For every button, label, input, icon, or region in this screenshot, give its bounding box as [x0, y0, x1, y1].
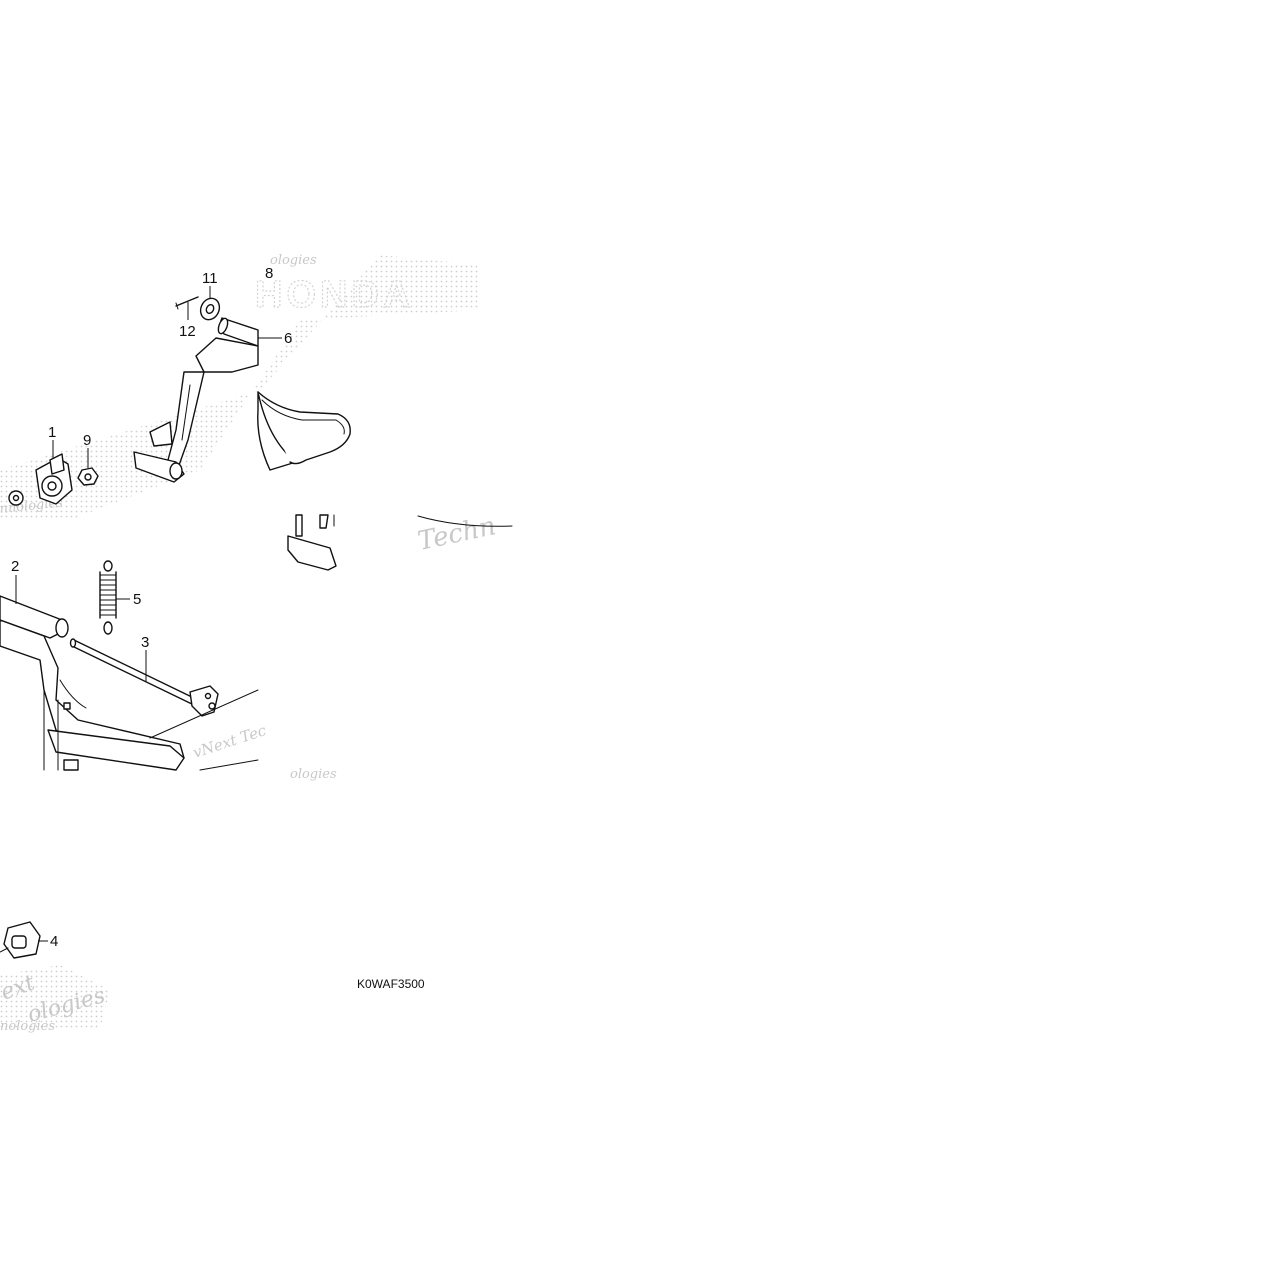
leader-lines — [15, 286, 282, 942]
callout-9: 9 — [83, 432, 91, 449]
diagram-code: K0WAF3500 — [357, 977, 425, 991]
main-stand-part-6 — [133, 317, 351, 483]
callout-6: 6 — [284, 330, 292, 347]
callout-11: 11 — [202, 270, 218, 287]
callout-12: 12 — [179, 323, 196, 340]
side-stand-foot-fragment — [287, 514, 513, 571]
watermark-dot-band-lower — [0, 965, 110, 1030]
callout-4: 4 — [50, 933, 58, 950]
callout-1: 1 — [48, 424, 56, 441]
callout-labels: 11 8 12 6 1 9 2 5 3 4 — [11, 265, 292, 950]
watermark-tech-1: ologies — [270, 253, 317, 268]
pin-part-12 — [175, 296, 199, 310]
side-stand-part-2 — [0, 595, 259, 771]
watermark-tech-8: nologies — [0, 1019, 55, 1034]
watermark-tech-4: vNext Tec — [191, 721, 269, 762]
rubber-part-4 — [0, 921, 41, 959]
watermark-tech-2: Techn — [415, 511, 498, 557]
spring-part-5 — [99, 560, 117, 635]
edge-fragment-upper — [8, 490, 24, 506]
watermark-dot-band-upper — [0, 255, 480, 520]
callout-2: 2 — [11, 558, 19, 575]
washer-part-11 — [199, 297, 221, 321]
callout-3: 3 — [141, 634, 149, 651]
callout-8: 8 — [265, 265, 273, 282]
watermark-tech-3: ologies — [290, 767, 337, 782]
nut-part-9 — [77, 467, 99, 486]
callout-5: 5 — [133, 591, 141, 608]
shaft-part-3 — [69, 638, 219, 717]
watermark-brand: HONDA — [255, 274, 414, 316]
switch-part-1 — [35, 453, 73, 505]
